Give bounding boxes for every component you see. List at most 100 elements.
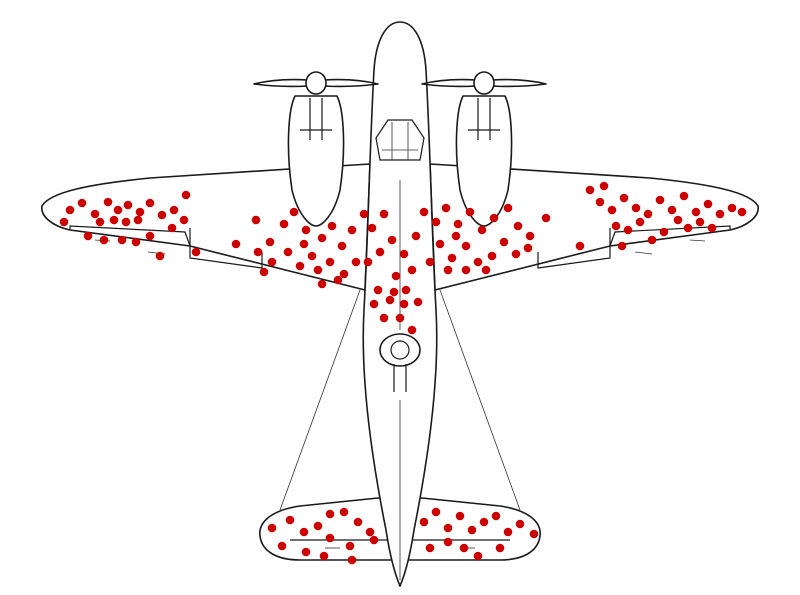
damage-marker [373, 285, 383, 295]
damage-marker [191, 247, 201, 257]
damage-marker [295, 261, 305, 271]
damage-marker [399, 299, 409, 309]
damage-marker [617, 241, 627, 251]
damage-marker [363, 257, 373, 267]
damage-marker [289, 207, 299, 217]
damage-marker [695, 217, 705, 227]
damage-marker [317, 233, 327, 243]
damage-marker [459, 543, 469, 553]
damage-marker [379, 313, 389, 323]
damage-marker [267, 257, 277, 267]
damage-marker [385, 295, 395, 305]
damage-marker [359, 209, 369, 219]
damage-marker [347, 225, 357, 235]
damage-marker [667, 205, 677, 215]
damage-marker [443, 537, 453, 547]
damage-marker [473, 257, 483, 267]
damage-marker [683, 223, 693, 233]
damage-marker [477, 225, 487, 235]
damage-marker [401, 285, 411, 295]
damage-marker [673, 215, 683, 225]
damage-marker [707, 223, 717, 233]
damage-marker [455, 511, 465, 521]
damage-marker [123, 200, 133, 210]
damage-marker [299, 527, 309, 537]
damage-marker [387, 235, 397, 245]
damage-marker [503, 203, 513, 213]
damage-marker [99, 235, 109, 245]
damage-marker [121, 217, 131, 227]
bracing-wires [279, 289, 521, 511]
damage-marker [643, 209, 653, 219]
damage-marker [135, 207, 145, 217]
damage-marker [523, 243, 533, 253]
damage-marker [369, 535, 379, 545]
damage-marker [339, 269, 349, 279]
damage-marker [407, 325, 417, 335]
damage-marker [479, 517, 489, 527]
nacelle-details [300, 98, 500, 140]
damage-marker [655, 195, 665, 205]
damage-marker [313, 265, 323, 275]
damage-marker [375, 247, 385, 257]
damage-marker [369, 299, 379, 309]
damage-marker [109, 215, 119, 225]
damage-marker [679, 191, 689, 201]
gun-turret [379, 333, 421, 392]
damage-marker [473, 551, 483, 561]
damage-marker [425, 257, 435, 267]
damage-marker [313, 521, 323, 531]
damage-marker [145, 198, 155, 208]
damage-marker [265, 237, 275, 247]
damage-marker [635, 217, 645, 227]
damage-marker [525, 231, 535, 241]
damage-marker [431, 507, 441, 517]
damage-marker [319, 551, 329, 561]
damage-marker [113, 205, 123, 215]
damage-marker [77, 198, 87, 208]
damage-marker [145, 231, 155, 241]
damage-marker [407, 265, 417, 275]
right-wing [429, 163, 759, 291]
damage-marker [325, 533, 335, 543]
damage-marker [489, 213, 499, 223]
damage-marker [301, 225, 311, 235]
damage-marker [619, 193, 629, 203]
damage-marker [443, 265, 453, 275]
damage-marker [59, 217, 69, 227]
damage-marker [179, 215, 189, 225]
damage-marker [441, 203, 451, 213]
right-propeller-icon [421, 71, 547, 95]
left-propeller-icon [253, 71, 379, 95]
damage-marker [307, 251, 317, 261]
damage-marker [647, 235, 657, 245]
damage-marker [301, 547, 311, 557]
damage-marker [95, 217, 105, 227]
damage-marker [347, 555, 357, 565]
damage-marker [419, 517, 429, 527]
damage-marker [317, 279, 327, 289]
damage-marker [631, 203, 641, 213]
damage-marker [481, 265, 491, 275]
damage-marker [691, 207, 701, 217]
damage-marker [595, 197, 605, 207]
damage-marker [399, 249, 409, 259]
damage-marker [513, 221, 523, 231]
damage-marker [491, 511, 501, 521]
damage-marker [495, 543, 505, 553]
damage-marker [279, 219, 289, 229]
damage-marker [167, 223, 177, 233]
damage-marker [157, 210, 167, 220]
damage-marker [325, 509, 335, 519]
damage-marker [131, 237, 141, 247]
damage-marker [133, 215, 143, 225]
damage-marker [487, 251, 497, 261]
damage-marker [267, 523, 277, 533]
damage-marker [575, 241, 585, 251]
damage-marker [425, 543, 435, 553]
left-wing [41, 163, 371, 291]
damage-marker [155, 251, 165, 261]
damage-marker [465, 207, 475, 217]
damage-marker [299, 239, 309, 249]
damage-marker [623, 225, 633, 235]
